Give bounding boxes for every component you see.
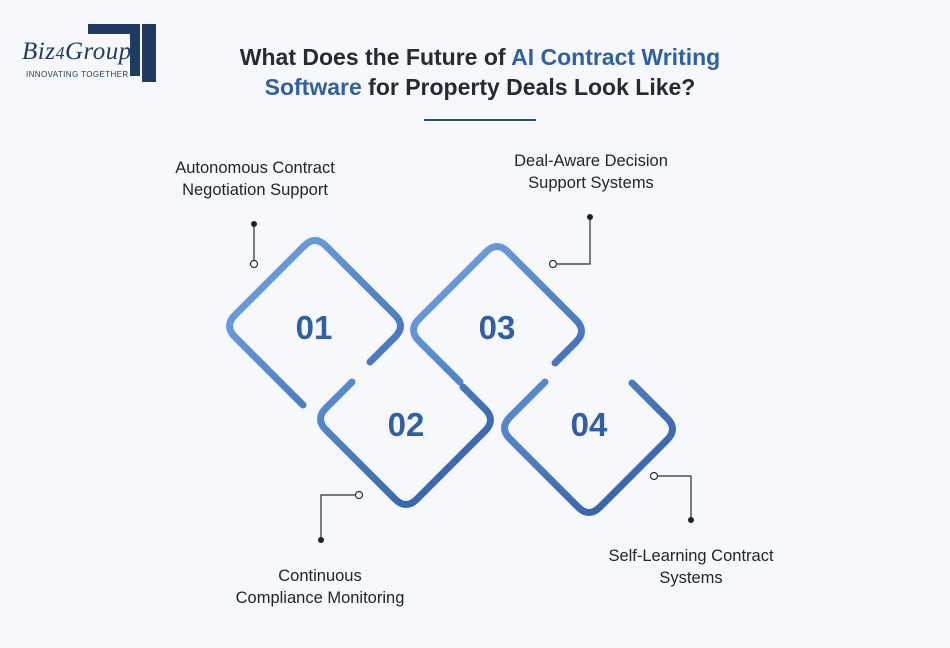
- diamond-04: [501, 378, 676, 516]
- bizgroup-logo: Biz4Group INNOVATING TOGETHER: [22, 24, 158, 84]
- step-number-02: 02: [388, 406, 425, 443]
- logo-frame: [88, 24, 140, 76]
- step-number-03: 03: [479, 309, 516, 346]
- connector-03: [548, 214, 593, 269]
- logo-frame-bar: [142, 24, 156, 82]
- connector-01: [249, 221, 259, 269]
- diamond-02: [317, 378, 494, 508]
- diamond-03: [410, 243, 585, 386]
- title-underline: [424, 119, 536, 121]
- step-number-01: 01: [296, 309, 333, 346]
- connector-02: [318, 490, 364, 543]
- logo-wordmark: Biz4Group: [22, 38, 132, 65]
- logo-tagline: INNOVATING TOGETHER: [26, 70, 129, 79]
- page-title: What Does the Future of AI Contract Writ…: [239, 44, 721, 100]
- diamond-01: [226, 237, 404, 409]
- step-number-04: 04: [571, 406, 608, 443]
- connector-04: [649, 471, 694, 523]
